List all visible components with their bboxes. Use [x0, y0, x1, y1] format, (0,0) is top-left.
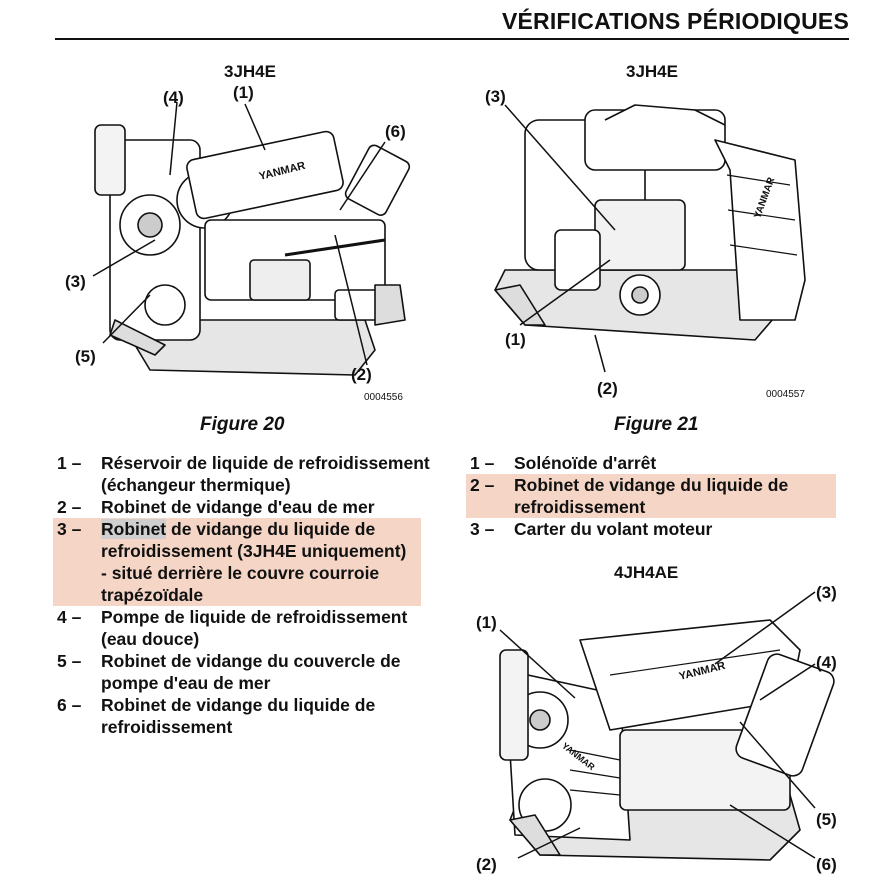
- figure21-caption: Figure 21: [614, 414, 699, 435]
- figure21-engine-illustration: YANMAR (3) (1) (2): [465, 80, 825, 400]
- figure20-engine-illustration: YANMAR (1) (2) (3) (4) (5) (6): [55, 80, 435, 410]
- figure21-legend: 1 – Solénoïde d'arrêt 2 – Robinet de vid…: [466, 452, 850, 540]
- legend-item-3-highlighted[interactable]: 3 – Robinet de vidange du liquide de ref…: [53, 518, 421, 606]
- callout-2: (2): [476, 855, 497, 874]
- figure20-legend: 1 – Réservoir de liquide de refroidissem…: [53, 452, 437, 738]
- callout-5: (5): [75, 347, 96, 366]
- legend-item-6: 6 – Robinet de vidange du liquide de ref…: [57, 695, 376, 737]
- legend-item-2-highlighted[interactable]: 2 – Robinet de vidange du liquide de ref…: [466, 474, 836, 518]
- callout-4: (4): [816, 653, 837, 672]
- legend-item-5: 5 – Robinet de vidange du couvercle de p…: [57, 651, 401, 693]
- callout-6: (6): [816, 855, 837, 874]
- figure20-model: 3JH4E: [224, 62, 276, 81]
- callout-4: (4): [163, 88, 184, 107]
- callout-2: (2): [351, 365, 372, 384]
- legend-item-3: 3 – Carter du volant moteur: [470, 519, 713, 539]
- legend-item-1: 1 – Solénoïde d'arrêt: [470, 453, 657, 473]
- callout-1: (1): [476, 613, 497, 632]
- callout-6: (6): [385, 122, 406, 141]
- header-rule: [55, 38, 849, 40]
- legend-item-4: 4 – Pompe de liquide de refroidissement …: [57, 607, 408, 649]
- selected-text: Robinet: [101, 519, 167, 539]
- callout-1: (1): [505, 330, 526, 349]
- figure22-engine-illustration: YANMAR YANMAR (1) (2) (3) (4) (5) (6): [470, 580, 850, 876]
- figure20-part-number: 0004556: [364, 392, 403, 403]
- legend-item-2: 2 – Robinet de vidange d'eau de mer: [57, 497, 375, 517]
- callout-5: (5): [816, 810, 837, 829]
- figure20-caption: Figure 20: [200, 414, 285, 435]
- callout-1: (1): [233, 83, 254, 102]
- figure22-model: 4JH4AE: [614, 563, 679, 582]
- callout-3: (3): [65, 272, 86, 291]
- callout-2: (2): [597, 379, 618, 398]
- page-title: VÉRIFICATIONS PÉRIODIQUES: [501, 8, 849, 34]
- figure21-model: 3JH4E: [626, 62, 678, 81]
- callout-3: (3): [485, 87, 506, 106]
- callout-3: (3): [816, 583, 837, 602]
- figure21-part-number: 0004557: [766, 389, 805, 400]
- legend-item-1: 1 – Réservoir de liquide de refroidissem…: [57, 453, 430, 495]
